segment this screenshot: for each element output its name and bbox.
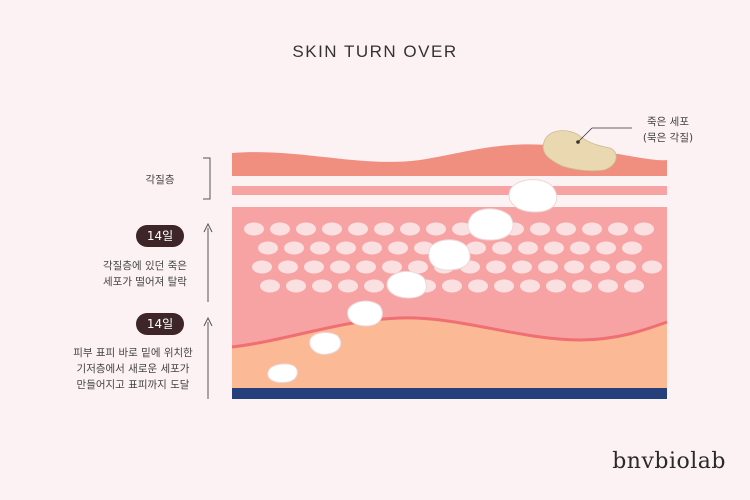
epidermis-cell	[634, 222, 654, 236]
cell-7	[508, 179, 558, 213]
epidermis-cell	[622, 241, 642, 255]
epidermis-cell	[616, 260, 636, 274]
epidermis-cell	[624, 279, 644, 293]
epidermis-cell	[312, 279, 332, 293]
cell-6	[467, 208, 514, 241]
epidermis-cell	[336, 241, 356, 255]
epidermis-cell	[364, 279, 384, 293]
stage1-badge: 14일	[136, 225, 184, 247]
epidermis-cell	[322, 222, 342, 236]
epidermis-cell	[546, 279, 566, 293]
dead-cell-label-line1: 죽은 세포	[647, 116, 689, 128]
epidermis-cell	[348, 222, 368, 236]
cell-2	[309, 332, 342, 355]
epidermis-cells	[244, 222, 662, 293]
epidermis-cell	[270, 222, 290, 236]
stratum-corneum-sublayer	[232, 186, 667, 195]
epidermis-cell	[570, 241, 590, 255]
stage2-line2: 기저층에서 새로운 세포가	[76, 363, 190, 375]
epidermis-cell	[468, 279, 488, 293]
stage2-line3: 만들어지고 표피까지 도달	[76, 379, 190, 391]
epidermis-cell	[252, 260, 272, 274]
stage2-badge: 14일	[136, 313, 184, 335]
epidermis-cell	[258, 241, 278, 255]
dead-cell-pointer-dot	[576, 140, 580, 144]
page-title: SKIN TURN OVER	[292, 42, 458, 61]
dead-cell-label: 죽은 세포 (묵은 각질)	[628, 114, 708, 146]
epidermis-cell	[544, 241, 564, 255]
epidermis-cell	[362, 241, 382, 255]
epidermis-cell	[590, 260, 610, 274]
epidermis-cell	[310, 241, 330, 255]
epidermis-cell	[296, 222, 316, 236]
basal-layer	[232, 317, 667, 388]
brand-logo: bnvbiolab	[612, 449, 726, 474]
cell-5	[428, 239, 471, 271]
stage1-line2: 세포가 떨어져 탈락	[103, 276, 187, 288]
epidermis-cell	[260, 279, 280, 293]
epidermis-cell	[564, 260, 584, 274]
stage2-description: 피부 표피 바로 밑에 위치한 기저층에서 새로운 세포가 만들어지고 표피까지…	[56, 345, 210, 393]
epidermis-cell	[286, 279, 306, 293]
epidermis-cell	[338, 279, 358, 293]
epidermis-cell	[492, 241, 512, 255]
epidermis-cell	[518, 241, 538, 255]
stratum-corneum-label: 각질층	[145, 174, 175, 186]
epidermis-cell	[642, 260, 662, 274]
cell-1	[267, 363, 298, 383]
epidermis-cell	[598, 279, 618, 293]
dead-cell-flake	[542, 130, 617, 172]
bottom-bar	[232, 388, 667, 399]
epidermis-cell	[556, 222, 576, 236]
cell-3	[347, 300, 383, 327]
epidermis-cell	[426, 222, 446, 236]
epidermis-cell	[512, 260, 532, 274]
epidermis-cell	[382, 260, 402, 274]
dead-cell-label-line2: (묵은 각질)	[642, 132, 694, 144]
epidermis-cell	[284, 241, 304, 255]
stage1-line1: 각질층에 있던 죽은	[103, 260, 187, 272]
cell-4	[386, 271, 427, 299]
epidermis-cell	[538, 260, 558, 274]
epidermis-cell	[466, 241, 486, 255]
epidermis-cell	[520, 279, 540, 293]
epidermis-cell	[374, 222, 394, 236]
epidermis-cell	[530, 222, 550, 236]
epidermis-cell	[408, 260, 428, 274]
epidermis-cell	[244, 222, 264, 236]
epidermis-cell	[486, 260, 506, 274]
stage1-arrow-head	[203, 222, 213, 233]
epidermis-cell	[608, 222, 628, 236]
stratum-corneum-bracket	[203, 157, 211, 200]
epidermis-cell	[356, 260, 376, 274]
epidermis-cell	[388, 241, 408, 255]
epidermis-cell	[330, 260, 350, 274]
epidermis-cell	[452, 222, 472, 236]
stage2-arrow-head	[203, 316, 213, 327]
epidermis-cell	[494, 279, 514, 293]
rising-cells	[267, 179, 558, 383]
epidermis-cell	[304, 260, 324, 274]
epidermis-cell	[400, 222, 420, 236]
epidermis-cell	[442, 279, 462, 293]
epidermis-cell	[582, 222, 602, 236]
dead-cell-pointer	[577, 127, 593, 143]
epidermis-cell	[572, 279, 592, 293]
epidermis-cell	[278, 260, 298, 274]
stage1-description: 각질층에 있던 죽은 세포가 떨어져 탈락	[80, 258, 210, 290]
epidermis-cell	[596, 241, 616, 255]
stage2-line1: 피부 표피 바로 밑에 위치한	[73, 347, 193, 359]
basal-boundary-line	[231, 316, 668, 349]
